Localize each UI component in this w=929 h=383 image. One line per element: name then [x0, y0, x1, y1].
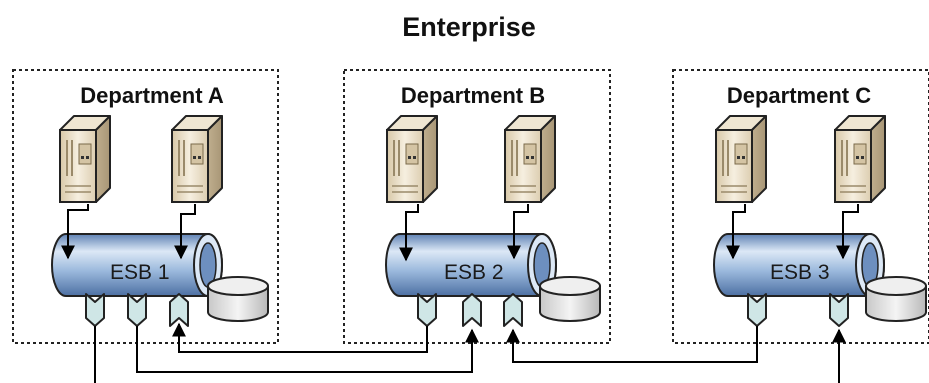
server-icon [504, 115, 556, 203]
inbound-endpoint-icon [503, 293, 523, 327]
server-connectors [61, 204, 859, 262]
outbound-endpoint-icon [747, 293, 767, 327]
department-c-label: Department C [727, 83, 871, 108]
server-icon [171, 115, 223, 203]
inbound-endpoint-icon [462, 293, 482, 327]
esb-3-label: ESB 3 [770, 261, 830, 284]
inbound-endpoint-icon [169, 293, 189, 327]
esb-1-label: ESB 1 [110, 261, 170, 284]
department-c-boundary [672, 69, 929, 344]
department-b: Department B ESB 2 [343, 69, 611, 344]
department-b-boundary [343, 69, 611, 344]
flow-esb3-to-esb2 [506, 326, 758, 363]
outbound-endpoint-icon [829, 293, 849, 327]
connector-a1 [61, 204, 89, 260]
server-icon [834, 115, 886, 203]
department-c: Department C ESB 3 [672, 69, 929, 344]
outbound-endpoint-icon [417, 293, 437, 327]
connector-b1 [399, 204, 419, 262]
department-a-label: Department A [80, 83, 224, 108]
department-a: Department A ESB 1 [12, 69, 279, 344]
department-a-boundary [12, 69, 279, 344]
esb-2-label: ESB 2 [444, 261, 504, 284]
database-icon [207, 276, 269, 322]
connector-b2 [507, 204, 529, 260]
connector-a2 [174, 204, 196, 260]
department-b-label: Department B [401, 83, 545, 108]
message-flows [94, 322, 846, 383]
database-icon [865, 276, 927, 322]
outbound-endpoint-icon [127, 293, 147, 327]
connector-c2 [836, 204, 859, 260]
enterprise-title: Enterprise [402, 12, 536, 42]
server-icon [59, 115, 111, 203]
flow-esb1-to-esb2 [136, 326, 479, 373]
connector-c1 [726, 204, 746, 260]
server-icon [715, 115, 767, 203]
database-icon [539, 276, 601, 322]
flow-esb2-to-esb1 [172, 322, 428, 353]
server-icon [386, 115, 438, 203]
outbound-endpoint-icon [85, 293, 105, 327]
